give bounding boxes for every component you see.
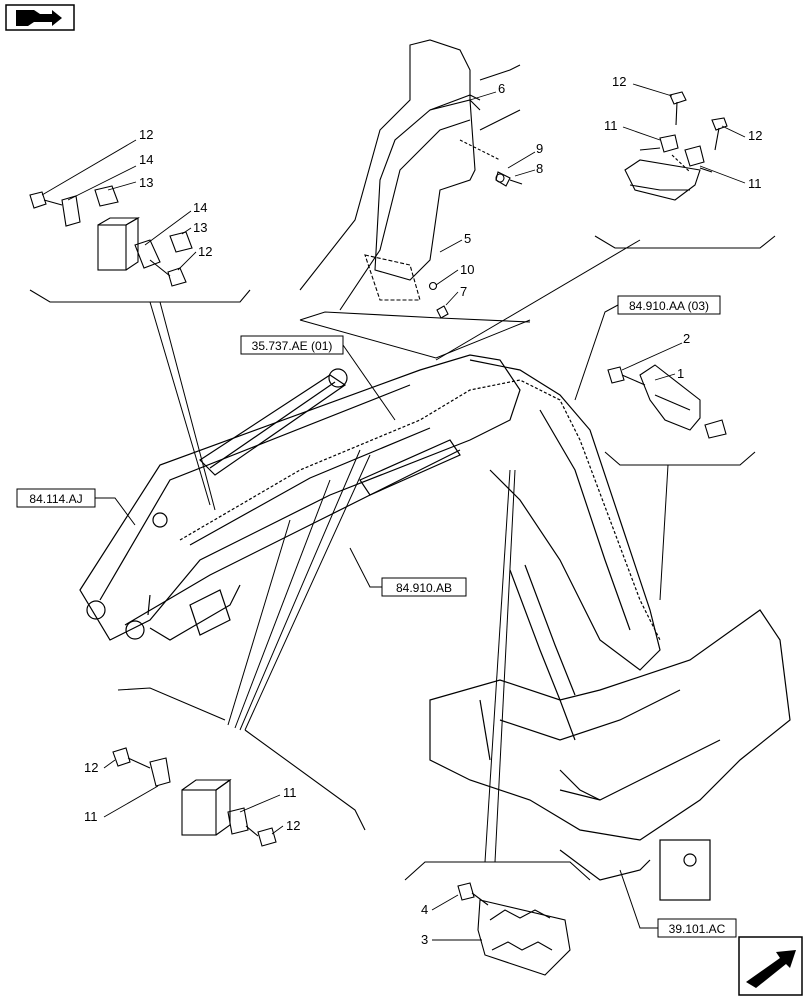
next-page-arrow-icon[interactable]: [738, 936, 803, 996]
ref-box-39101[interactable]: 39.101.AC: [657, 918, 737, 938]
left-inset: [29, 185, 251, 303]
ref-box-35737[interactable]: 35.737.AE (01): [240, 335, 344, 355]
top-right-inset: [594, 91, 776, 249]
ref-box-84910ab[interactable]: 84.910.AB: [381, 577, 467, 597]
upper-inset-bracket: [299, 319, 531, 359]
callout-5: 5: [464, 231, 471, 246]
book-arrow-icon[interactable]: [5, 4, 75, 31]
ref-84910aa-leader: [574, 304, 619, 401]
svg-text:35.737.AE (01): 35.737.AE (01): [252, 339, 333, 353]
callout-13-l-b: 13: [193, 220, 207, 235]
ref-box-84910aa[interactable]: 84.910.AA (03): [617, 295, 721, 315]
bottom-left-inset: [112, 687, 366, 847]
bottom-center-leaders: [484, 469, 516, 863]
callout-labels: 6 9 8 5 10 7 12 11 12 11 12 14 13 14 13 …: [84, 74, 762, 947]
svg-text:84.910.AB: 84.910.AB: [396, 581, 452, 595]
callout-14-l-a: 14: [139, 152, 153, 167]
callout-7: 7: [460, 284, 467, 299]
ref-box-84114[interactable]: 84.114.AJ: [16, 488, 96, 508]
svg-text:39.101.AC: 39.101.AC: [669, 922, 726, 936]
callout-8: 8: [536, 161, 543, 176]
callout-9: 9: [536, 141, 543, 156]
boom-assembly: [79, 354, 791, 901]
callout-11-bl-b: 11: [283, 785, 297, 800]
ref-35737-leader: [342, 344, 396, 421]
bottom-center-inset: [404, 861, 591, 976]
callout-12-bl-b: 12: [286, 818, 300, 833]
svg-text:84.114.AJ: 84.114.AJ: [29, 492, 82, 506]
left-inset-leaders: [149, 301, 216, 511]
bottom-left-leaders: [227, 449, 371, 731]
callout-1: 1: [677, 366, 684, 381]
callout-12-tr-a: 12: [612, 74, 626, 89]
callout-6: 6: [498, 81, 505, 96]
callout-4: 4: [421, 902, 428, 917]
ref-39101-leader: [619, 869, 658, 929]
right-middle-inset: [604, 364, 756, 466]
callout-13-l-a: 13: [139, 175, 153, 190]
callout-3: 3: [421, 932, 428, 947]
callout-11-tr-b: 11: [748, 176, 762, 191]
callout-2: 2: [683, 331, 690, 346]
ref-84114-leader: [95, 497, 136, 526]
callouts: [41, 83, 746, 941]
callout-12-l-b: 12: [198, 244, 212, 259]
callout-12-tr-b: 12: [748, 128, 762, 143]
callout-10: 10: [460, 262, 474, 277]
top-right-leader: [435, 239, 641, 361]
svg-text:84.910.AA (03): 84.910.AA (03): [629, 299, 709, 313]
ref-84910ab-leader: [349, 547, 382, 588]
callout-11-bl-a: 11: [84, 809, 98, 824]
upper-inset: [299, 39, 531, 323]
right-middle-leader: [659, 464, 669, 601]
callout-12-bl-a: 12: [84, 760, 98, 775]
callout-12-l-a: 12: [139, 127, 153, 142]
callout-14-l-b: 14: [193, 200, 207, 215]
callout-11-tr-a: 11: [604, 118, 618, 133]
